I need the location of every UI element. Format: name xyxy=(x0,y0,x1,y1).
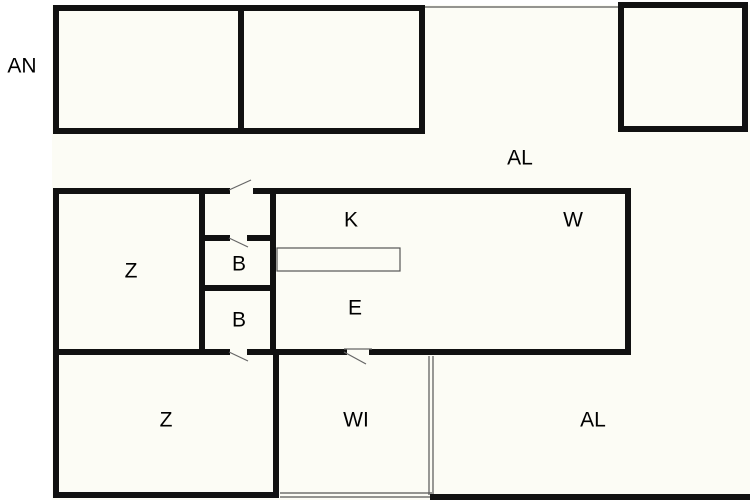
label-k: K xyxy=(344,209,358,232)
floor-areas xyxy=(52,5,750,500)
label-al-bottom: AL xyxy=(580,409,606,432)
door-swing-wi xyxy=(343,351,367,365)
door-swing-b1 xyxy=(228,237,249,248)
label-w: W xyxy=(563,209,583,232)
doors xyxy=(228,179,372,365)
label-e: E xyxy=(348,297,362,320)
label-b-top: B xyxy=(232,253,246,276)
label-wi: WI xyxy=(343,409,369,432)
middle-block xyxy=(53,188,631,498)
kitchen-counter xyxy=(276,247,401,272)
label-z-top: Z xyxy=(125,260,138,283)
top-room-block xyxy=(53,5,425,134)
door-swing-b2 xyxy=(228,351,249,362)
label-z-bottom: Z xyxy=(160,409,173,432)
label-al-top: AL xyxy=(507,147,533,170)
label-b-bottom: B xyxy=(232,309,246,332)
label-an: AN xyxy=(7,55,36,78)
door-swing-top xyxy=(228,179,252,191)
floor-outer xyxy=(52,5,750,500)
top-right-room xyxy=(618,2,748,132)
bottom-block xyxy=(53,349,750,500)
